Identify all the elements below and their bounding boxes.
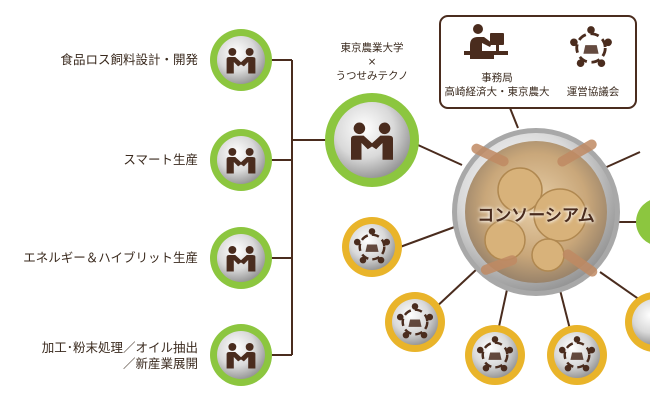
partner-node bbox=[325, 93, 419, 187]
left-label-1: 食品ロス飼料設計・開発 bbox=[60, 52, 198, 67]
member-node-5 bbox=[625, 292, 650, 352]
left-label-3: エネルギー＆ハイブリット生産 bbox=[23, 250, 198, 265]
member-node-3 bbox=[465, 325, 525, 385]
left-label-2: スマート生産 bbox=[123, 152, 198, 167]
left-node-2 bbox=[210, 129, 272, 191]
council-label: 運営協議会 bbox=[566, 86, 620, 98]
desk-worker-icon bbox=[464, 24, 508, 59]
consortium-label: コンソーシアム bbox=[477, 206, 595, 226]
member-node-1 bbox=[342, 217, 402, 277]
consortium-node bbox=[452, 128, 620, 296]
left-node-4 bbox=[210, 324, 272, 386]
left-node-3 bbox=[210, 227, 272, 289]
partner-label: 東京農業大学 × うつせみテクノ bbox=[335, 42, 409, 82]
gears-image bbox=[484, 167, 587, 272]
left-label-4: 加工･粉末処理／オイル抽出 ／新産業展開 bbox=[41, 340, 198, 371]
member-node-6 bbox=[636, 200, 650, 244]
office-box bbox=[439, 15, 637, 109]
member-node-4 bbox=[547, 325, 607, 385]
office-label: 事務局 高崎経済大・東京農大 bbox=[444, 72, 550, 98]
member-node-2 bbox=[385, 292, 445, 352]
left-node-1 bbox=[210, 29, 272, 91]
